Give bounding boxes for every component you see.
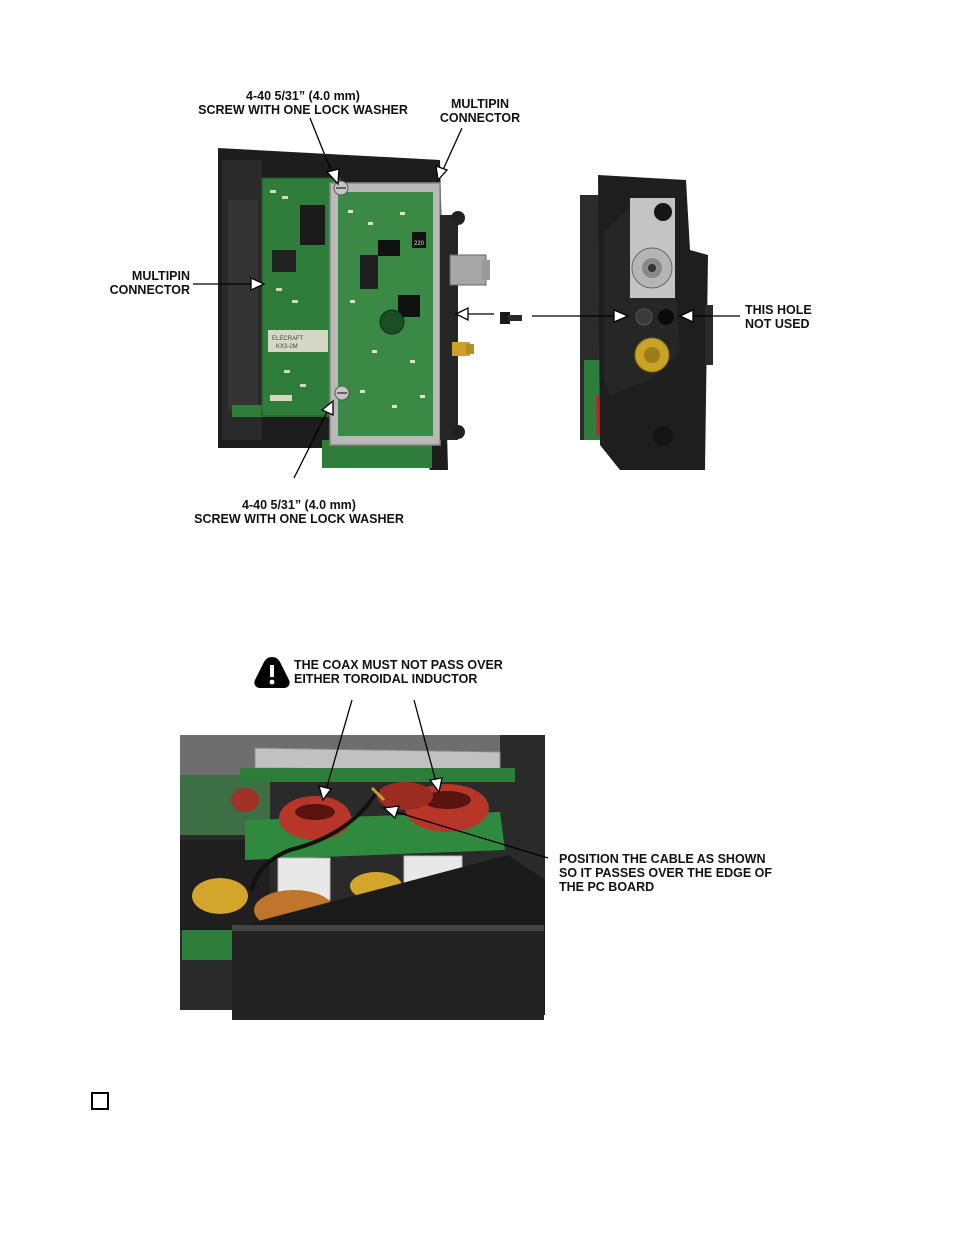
cable-position-label: POSITION THE CABLE AS SHOWN SO IT PASSES…	[559, 852, 773, 894]
board-silkscreen: ELECRAFT	[272, 336, 304, 342]
unused-hole	[658, 309, 674, 325]
coax-warning-label: THE COAX MUST NOT PASS OVER EITHER TOROI…	[294, 658, 503, 686]
multipin-connector-label-top: MULTIPIN CONNECTOR	[439, 97, 521, 125]
screw-label-top: 4-40 5/31” (4.0 mm) SCREW WITH ONE LOCK …	[198, 89, 408, 117]
chip-marking: 220	[414, 241, 425, 247]
figure-2-illustration	[180, 735, 545, 1020]
side-panel-photo	[580, 175, 713, 470]
figure-2-arrows	[318, 699, 549, 859]
radio-chassis-photo: ELECRAFT KX3-2M 220	[218, 148, 490, 470]
loose-screw	[500, 312, 522, 324]
warning-icon	[254, 657, 290, 688]
step-checkbox[interactable]	[91, 1092, 109, 1110]
unused-hole-label: THIS HOLE NOT USED	[745, 303, 812, 331]
screw-hole-used	[635, 308, 653, 326]
figure-1-arrows	[193, 117, 740, 479]
svg-text:KX3-2M: KX3-2M	[276, 344, 298, 350]
screw-label-bottom: 4-40 5/31” (4.0 mm) SCREW WITH ONE LOCK …	[194, 498, 404, 526]
multipin-connector-label-left: MULTIPIN CONNECTOR	[109, 269, 190, 297]
